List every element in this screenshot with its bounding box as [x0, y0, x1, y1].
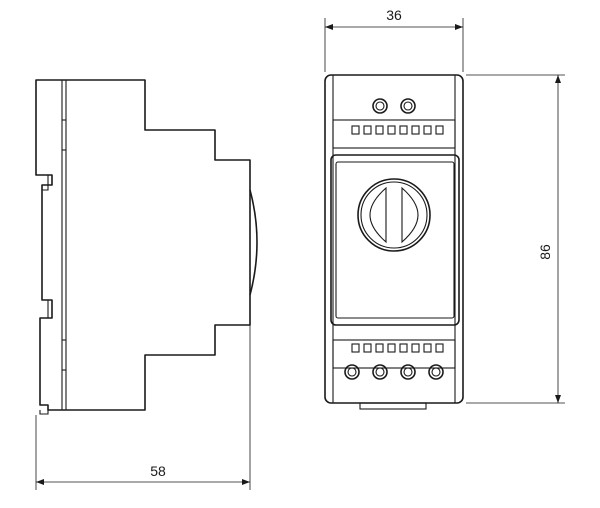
lower-terminal-block: [332, 339, 456, 369]
side-view: [35, 79, 258, 415]
upper-terminal-block: [332, 119, 456, 149]
side-view-clip-bottom: [40, 299, 49, 319]
front-panel-inner: [335, 161, 455, 319]
upper-screws: [372, 98, 416, 114]
upper-terminal-teeth: [351, 125, 444, 135]
side-view-knob: [249, 189, 258, 296]
rotary-knob: [357, 178, 431, 252]
side-view-outline: [35, 79, 251, 411]
dimension-width-label: 36: [386, 7, 402, 23]
side-view-clip-top: [36, 174, 49, 191]
dimension-depth-label: 58: [150, 463, 166, 479]
dimension-height-label: 86: [537, 244, 553, 260]
dimension-width: 36: [324, 7, 464, 72]
bottom-latch: [359, 402, 427, 410]
dimension-height: 86: [466, 74, 565, 404]
front-view: [324, 74, 464, 410]
dimension-depth: 58: [35, 300, 251, 490]
lower-terminal-teeth: [351, 343, 444, 353]
side-view-bottom-tab: [39, 410, 49, 415]
front-panel: [330, 154, 460, 326]
lower-screws: [344, 364, 444, 380]
